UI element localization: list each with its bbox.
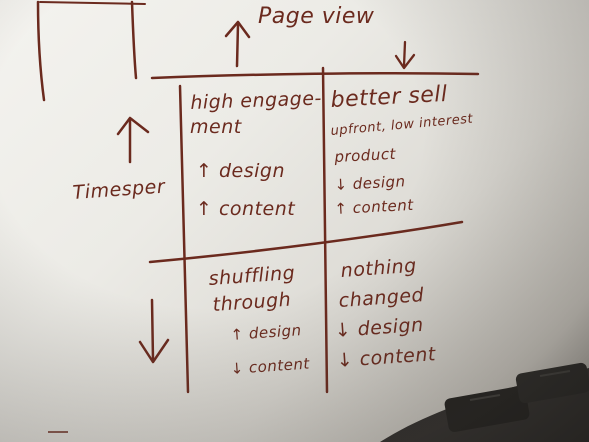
q-top-left-design: ↑ design bbox=[196, 160, 285, 182]
page-view-up-arrow bbox=[235, 22, 240, 68]
grid-center-vertical bbox=[321, 66, 329, 394]
q-top-left-title-1: high engage- bbox=[190, 87, 323, 114]
left-edge-stroke-2 bbox=[130, 0, 138, 80]
page-view-down-arrow bbox=[402, 40, 407, 68]
q-top-right-line-3: product bbox=[334, 144, 397, 166]
q-top-right-design: ↓ design bbox=[334, 172, 406, 194]
left-edge-stroke bbox=[36, 0, 46, 102]
grid-left-vertical bbox=[178, 84, 190, 394]
q-top-left-title-2: ment bbox=[190, 116, 242, 138]
q-top-left-content: ↑ content bbox=[196, 198, 296, 220]
time-spent-up-arrow-head bbox=[116, 116, 150, 136]
grid-top-line bbox=[150, 71, 480, 80]
top-stroke bbox=[39, 1, 146, 5]
time-spent-down-arrow bbox=[150, 298, 155, 362]
page-view-label: Page view bbox=[258, 4, 375, 29]
